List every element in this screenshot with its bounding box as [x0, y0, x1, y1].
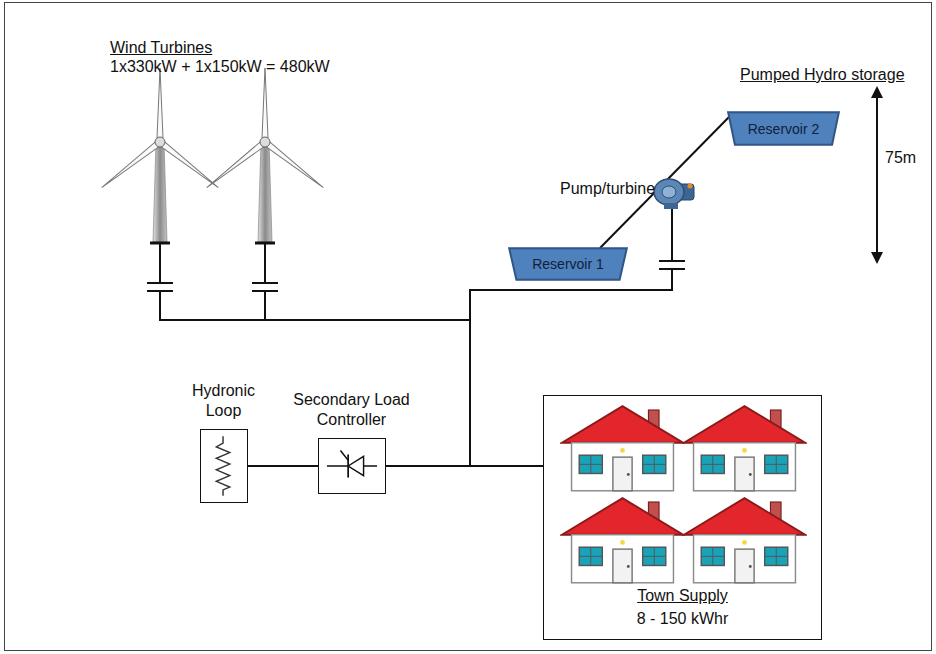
resistor-symbol — [216, 436, 229, 495]
node-title: Secondary Load Controller — [288, 390, 416, 430]
capacity-note: 1x330kW + 1x150kW = 480kW — [110, 57, 330, 77]
load-controller-box: Secondary Load Controller — [318, 438, 386, 494]
town-supply-box: Town Supply 8 - 150 kWhr — [543, 395, 822, 640]
node-value: 8 - 150 kWhr — [637, 609, 729, 629]
node-title: Town Supply — [637, 586, 728, 606]
section-title: Wind Turbines — [110, 38, 212, 58]
node-title: Hydronic Loop — [183, 381, 265, 421]
part-name: Pump/turbine — [560, 179, 655, 199]
reservoir-outline — [509, 248, 627, 279]
frame — [5, 3, 932, 651]
diode-triangle — [348, 456, 363, 475]
power-wire — [386, 466, 543, 467]
node-title: Reservoir 1 — [532, 256, 604, 272]
reservoir: Reservoir 1 — [508, 248, 628, 280]
dimension: 75m — [885, 148, 916, 168]
heater-symbol — [201, 430, 247, 502]
reservoir-outline — [728, 112, 839, 144]
diode-bar — [347, 454, 349, 477]
thyristor-symbol — [319, 439, 385, 493]
height-dimension-arrow — [871, 86, 883, 264]
gate-lead — [340, 451, 348, 461]
pump-turbine-symbol — [654, 179, 694, 209]
section-title: Pumped Hydro storage — [740, 65, 905, 85]
reservoir: Reservoir 2 — [727, 112, 840, 145]
connector-line — [248, 465, 318, 467]
power-wire — [248, 466, 318, 467]
connector-line — [386, 465, 543, 467]
node-title: Reservoir 2 — [748, 121, 820, 137]
hydronic-loop-box: Hydronic Loop — [200, 429, 248, 503]
houses — [562, 406, 805, 583]
wind-turbine — [100, 68, 325, 243]
